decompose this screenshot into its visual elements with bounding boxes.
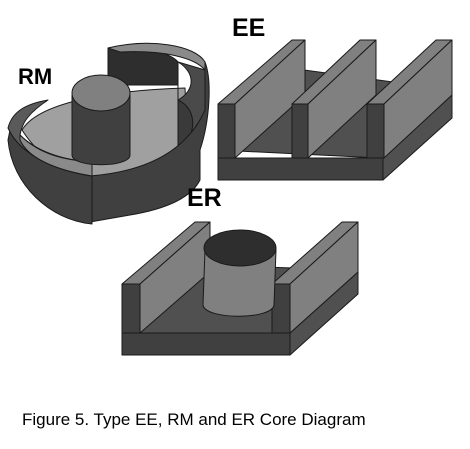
er-core-label: ER bbox=[187, 184, 222, 212]
ee-core-label: EE bbox=[232, 14, 266, 42]
ee-right-leg-front bbox=[366, 103, 385, 159]
rm-core bbox=[7, 42, 210, 225]
ee-core bbox=[217, 39, 453, 181]
rm-center-post-top bbox=[71, 74, 131, 112]
rm-right-shell-outer bbox=[89, 61, 210, 223]
er-base-front bbox=[121, 332, 291, 356]
rm-core-label: RM bbox=[18, 64, 53, 89]
rm-front-shell-inner bbox=[19, 134, 93, 177]
er-center-post-body bbox=[202, 249, 277, 317]
ee-base-front bbox=[217, 157, 384, 181]
ee-right-leg-side bbox=[383, 39, 453, 159]
ee-left-leg-front bbox=[217, 103, 236, 159]
ee-center-leg-front bbox=[291, 103, 309, 159]
rm-center-post-body bbox=[71, 94, 131, 166]
er-core bbox=[121, 221, 359, 356]
er-center-post-top bbox=[203, 229, 277, 267]
figure-caption: Figure 5. Type EE, RM and ER Core Diagra… bbox=[22, 410, 366, 429]
er-left-leg-front bbox=[121, 283, 141, 334]
er-right-leg-side bbox=[289, 221, 359, 334]
